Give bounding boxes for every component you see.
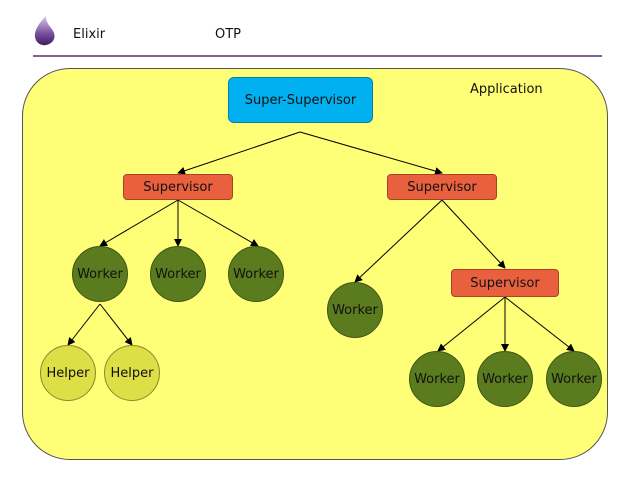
worker-node: Worker xyxy=(409,351,465,407)
helper-node: Helper xyxy=(40,345,96,401)
header: Elixir OTP xyxy=(0,0,638,60)
worker-node: Worker xyxy=(477,351,533,407)
edge xyxy=(437,296,506,352)
worker-node: Worker xyxy=(72,246,128,302)
worker-node: Worker xyxy=(150,246,206,302)
supervisor-node-sub: Supervisor xyxy=(451,269,559,297)
header-divider xyxy=(33,55,602,57)
brand-label: Elixir xyxy=(73,27,106,42)
super-supervisor-node: Super-Supervisor xyxy=(228,77,373,123)
supervisor-node-left: Supervisor xyxy=(123,174,233,200)
supervisor-node-right: Supervisor xyxy=(387,174,497,200)
edge xyxy=(354,199,443,283)
worker-node: Worker xyxy=(228,246,284,302)
helper-node: Helper xyxy=(104,345,160,401)
edge xyxy=(99,199,179,247)
edge xyxy=(67,303,101,346)
edge xyxy=(177,131,301,175)
edge xyxy=(177,199,259,247)
section-title: OTP xyxy=(215,27,242,42)
worker-node: Worker xyxy=(546,351,602,407)
application-label: Application xyxy=(470,82,543,97)
elixir-logo-icon xyxy=(34,16,55,46)
edge xyxy=(99,303,133,346)
worker-node: Worker xyxy=(327,282,383,338)
edge xyxy=(299,131,443,175)
edge xyxy=(441,199,506,269)
edge xyxy=(504,296,575,352)
